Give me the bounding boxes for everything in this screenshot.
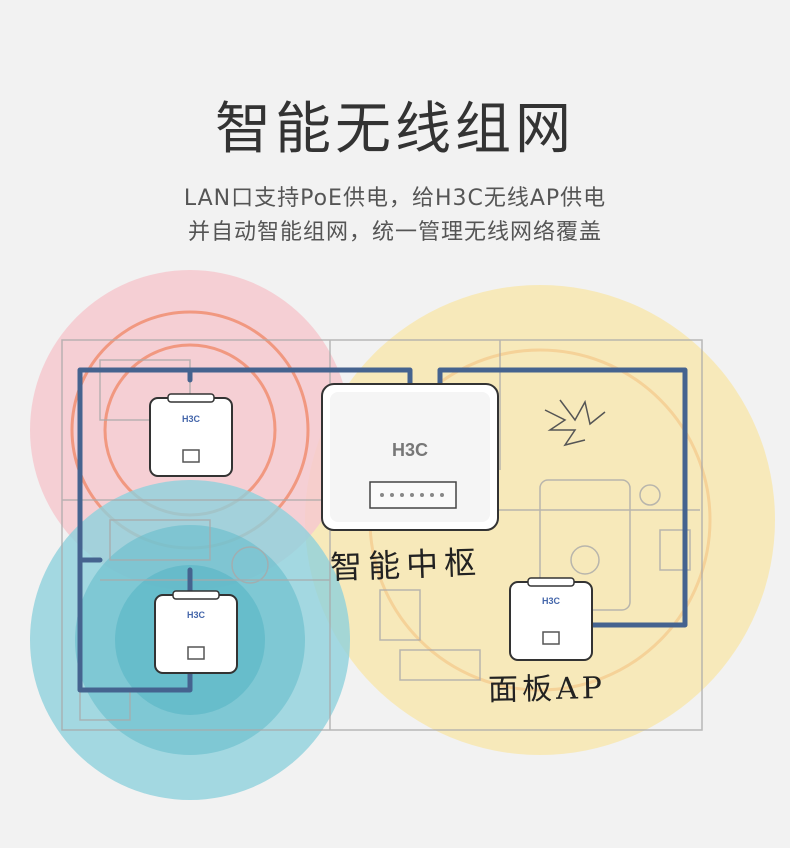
panel-ap-bottom-left: H3C — [154, 590, 238, 674]
ap-brand-logo: H3C — [542, 596, 561, 606]
smart-hub-device: H3C — [321, 383, 499, 531]
page-title: 智能无线组网 — [215, 97, 575, 162]
ap-label: 面板AP — [487, 670, 607, 709]
subtitle-line-2: 并自动智能组网，统一管理无线网络覆盖 — [187, 220, 602, 245]
coverage-zones — [30, 270, 775, 800]
network-illustration: H3C H3C H3C H3C — [30, 270, 775, 800]
hub-brand-logo: H3C — [392, 440, 428, 460]
ethernet-port-icon — [182, 449, 200, 463]
subtitle-line-1: LAN口支持PoE供电，给H3C无线AP供电 — [183, 186, 607, 211]
plant-icon — [544, 399, 606, 447]
ap-brand-logo: H3C — [182, 414, 201, 424]
panel-ap-top-left: H3C — [149, 393, 233, 477]
ethernet-port-icon — [542, 631, 560, 645]
hub-label: 智能中枢 — [329, 543, 483, 587]
panel-ap-right: H3C — [509, 577, 593, 661]
ap-brand-logo: H3C — [187, 610, 206, 620]
ethernet-port-icon — [187, 646, 205, 660]
